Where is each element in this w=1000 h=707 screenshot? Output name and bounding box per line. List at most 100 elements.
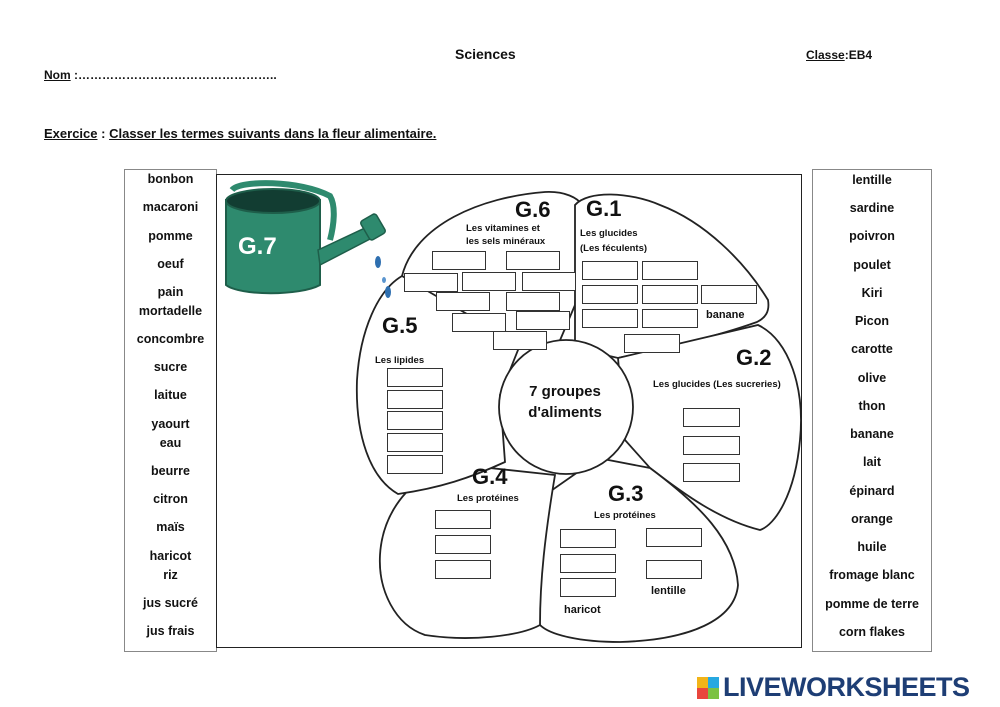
drop-g5-5[interactable] (387, 455, 443, 474)
drop-g5-3[interactable] (387, 411, 443, 430)
group-label-g4: G.4 (472, 464, 508, 489)
word-haricot[interactable]: haricot (149, 549, 192, 563)
right-word-bank: lentille sardine poivron poulet Kiri Pic… (812, 169, 932, 652)
word-picon[interactable]: Picon (854, 314, 890, 328)
name-field: Nom :………………………………………….. (44, 68, 277, 82)
drop-g5-2[interactable] (387, 390, 443, 409)
word-olive[interactable]: olive (857, 371, 887, 385)
drop-g1-1[interactable] (582, 261, 638, 280)
word-pomme[interactable]: pomme (148, 229, 193, 243)
word-jus-frais[interactable]: jus frais (146, 624, 195, 638)
left-word-bank: bonbon macaroni pomme oeuf pain mortadel… (124, 169, 217, 652)
exercise-instruction: Exercice : Classer les termes suivants d… (44, 126, 436, 141)
drop-g5-1[interactable] (387, 368, 443, 387)
word-huile[interactable]: huile (857, 540, 887, 554)
word-concombre[interactable]: concombre (136, 332, 205, 346)
drop-g1-6[interactable] (582, 309, 638, 328)
brand-text: LIVEWORKSHEETS (723, 672, 970, 702)
name-label: Nom (44, 68, 71, 82)
drop-g1-3[interactable] (582, 285, 638, 304)
group-label-g2: G.2 (736, 345, 772, 370)
word-poulet[interactable]: poulet (853, 258, 891, 272)
drop-g1-4[interactable] (642, 285, 698, 304)
word-riz[interactable]: riz (163, 568, 178, 582)
word-lait[interactable]: lait (862, 455, 882, 469)
class-value: :EB4 (844, 48, 873, 62)
liveworksheets-logo-icon (697, 676, 719, 699)
word-thon[interactable]: thon (858, 399, 886, 413)
watering-can-icon (225, 180, 391, 298)
group-label-g7: G.7 (238, 233, 277, 260)
exercise-sep: : (101, 126, 106, 141)
word-epinard[interactable]: épinard (849, 484, 895, 498)
drop-g6-6[interactable] (436, 292, 490, 311)
word-orange[interactable]: orange (851, 512, 893, 526)
word-sucre[interactable]: sucre (153, 360, 188, 374)
drop-g4-2[interactable] (435, 535, 491, 554)
liveworksheets-brand: LIVEWORKSHEETS (697, 672, 970, 703)
word-citron[interactable]: citron (153, 492, 188, 506)
word-bonbon[interactable]: bonbon (147, 172, 194, 186)
g3-given-lentille: lentille (651, 585, 686, 597)
word-jus-sucre[interactable]: jus sucré (143, 596, 198, 610)
drop-g6-10[interactable] (493, 331, 547, 350)
word-banane[interactable]: banane (850, 427, 894, 441)
drop-g1-7[interactable] (642, 309, 698, 328)
drop-g1-2[interactable] (642, 261, 698, 280)
word-beurre[interactable]: beurre (151, 464, 190, 478)
petal-g2 (617, 324, 802, 531)
drop-g2-3[interactable] (683, 463, 740, 482)
word-mais[interactable]: maïs (156, 520, 185, 534)
drop-g6-4[interactable] (462, 272, 516, 291)
drop-g3-4[interactable] (646, 560, 702, 579)
drop-g3-3[interactable] (560, 554, 616, 573)
word-pomme-de-terre[interactable]: pomme de terre (825, 597, 919, 611)
drop-g6-7[interactable] (506, 292, 560, 311)
g6-title-line1: Les vitamines et (466, 223, 540, 234)
word-laitue[interactable]: laitue (154, 388, 187, 402)
drop-g3-5[interactable] (560, 578, 616, 597)
drop-g5-4[interactable] (387, 433, 443, 452)
group-label-g1: G.1 (586, 196, 622, 221)
drop-g4-1[interactable] (435, 510, 491, 529)
drop-g2-1[interactable] (683, 408, 740, 427)
group-label-g5: G.5 (382, 313, 418, 338)
g4-title-line1: Les protéines (457, 493, 519, 504)
word-oeuf[interactable]: oeuf (157, 257, 184, 271)
flower-center (498, 339, 634, 475)
word-carotte[interactable]: carotte (851, 342, 893, 356)
g5-title-line1: Les lipides (375, 355, 425, 366)
g1-given-word: banane (706, 309, 745, 321)
drop-g6-2[interactable] (506, 251, 560, 270)
page-title: Sciences (455, 46, 516, 62)
drop-g3-1[interactable] (560, 529, 616, 548)
drop-g6-8[interactable] (452, 313, 506, 332)
word-mortadelle[interactable]: mortadelle (138, 304, 203, 318)
drop-g1-8[interactable] (624, 334, 680, 353)
drop-g6-9[interactable] (516, 311, 570, 330)
drop-g1-5[interactable] (701, 285, 757, 304)
drop-g6-3[interactable] (404, 273, 458, 292)
class-field: Classe:EB4 (806, 48, 872, 62)
word-lentille[interactable]: lentille (852, 173, 892, 187)
word-yaourt[interactable]: yaourt (151, 417, 190, 431)
g6-title-line2: les sels minéraux (466, 236, 546, 247)
word-fromage-blanc[interactable]: fromage blanc (829, 568, 915, 582)
g3-title-line1: Les protéines (594, 510, 656, 521)
word-macaroni[interactable]: macaroni (142, 200, 199, 214)
word-corn-flakes[interactable]: corn flakes (838, 625, 905, 639)
word-pain[interactable]: pain (157, 285, 184, 299)
word-kiri[interactable]: Kiri (861, 286, 883, 300)
drop-g3-2[interactable] (646, 528, 702, 547)
word-eau[interactable]: eau (159, 436, 182, 450)
center-title-line1: 7 groupes (529, 383, 601, 400)
word-sardine[interactable]: sardine (849, 201, 895, 215)
drop-g6-1[interactable] (432, 251, 486, 270)
g1-title-line1: Les glucides (580, 228, 638, 239)
center-title-line2: d'aliments (528, 404, 602, 421)
drop-g2-2[interactable] (683, 436, 740, 455)
drop-g4-3[interactable] (435, 560, 491, 579)
word-poivron[interactable]: poivron (849, 229, 895, 243)
drop-g6-5[interactable] (522, 272, 576, 291)
